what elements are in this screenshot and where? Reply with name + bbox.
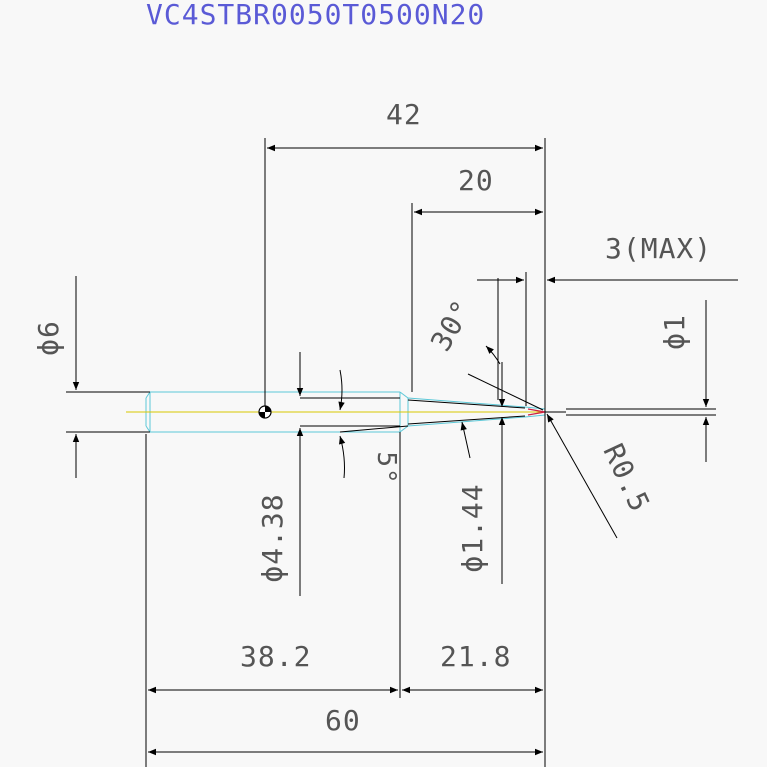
- dim-angle5: 5°: [338, 369, 409, 485]
- svg-text:ϕ6: ϕ6: [32, 320, 65, 356]
- svg-text:R0.5: R0.5: [597, 439, 657, 518]
- svg-text:ϕ4.38: ϕ4.38: [256, 493, 289, 582]
- svg-text:20: 20: [458, 164, 494, 197]
- svg-text:5°: 5°: [371, 451, 401, 484]
- svg-text:60: 60: [325, 704, 361, 737]
- center-mark-icon: [258, 405, 272, 419]
- dim-dia1: ϕ1: [566, 300, 716, 462]
- svg-text:30°: 30°: [424, 294, 479, 357]
- svg-text:21.8: 21.8: [440, 640, 511, 673]
- dim-38-21: 38.2 21.8: [145, 432, 543, 767]
- dim-60: 60: [148, 704, 543, 756]
- dim-dia438: ϕ4.38: [256, 352, 304, 596]
- tip-mark: [527, 408, 546, 413]
- svg-text:42: 42: [386, 98, 422, 131]
- dim-radius: R0.5: [546, 413, 657, 539]
- dim-dia6: ϕ6: [32, 276, 150, 478]
- dim-3max: 3(MAX): [477, 232, 738, 406]
- svg-text:3(MAX): 3(MAX): [605, 232, 712, 265]
- tip-mark: [527, 411, 546, 416]
- dim-angle30: 30°: [424, 278, 544, 411]
- dim-dia144: ϕ1.44: [456, 362, 506, 584]
- svg-text:ϕ1: ϕ1: [658, 314, 691, 350]
- dim-42: 42: [264, 98, 546, 767]
- part-number-title: VC4STBR0050T0500N20: [146, 0, 485, 31]
- dim-20: 20: [411, 164, 543, 392]
- svg-text:38.2: 38.2: [240, 640, 311, 673]
- svg-text:ϕ1.44: ϕ1.44: [456, 483, 489, 572]
